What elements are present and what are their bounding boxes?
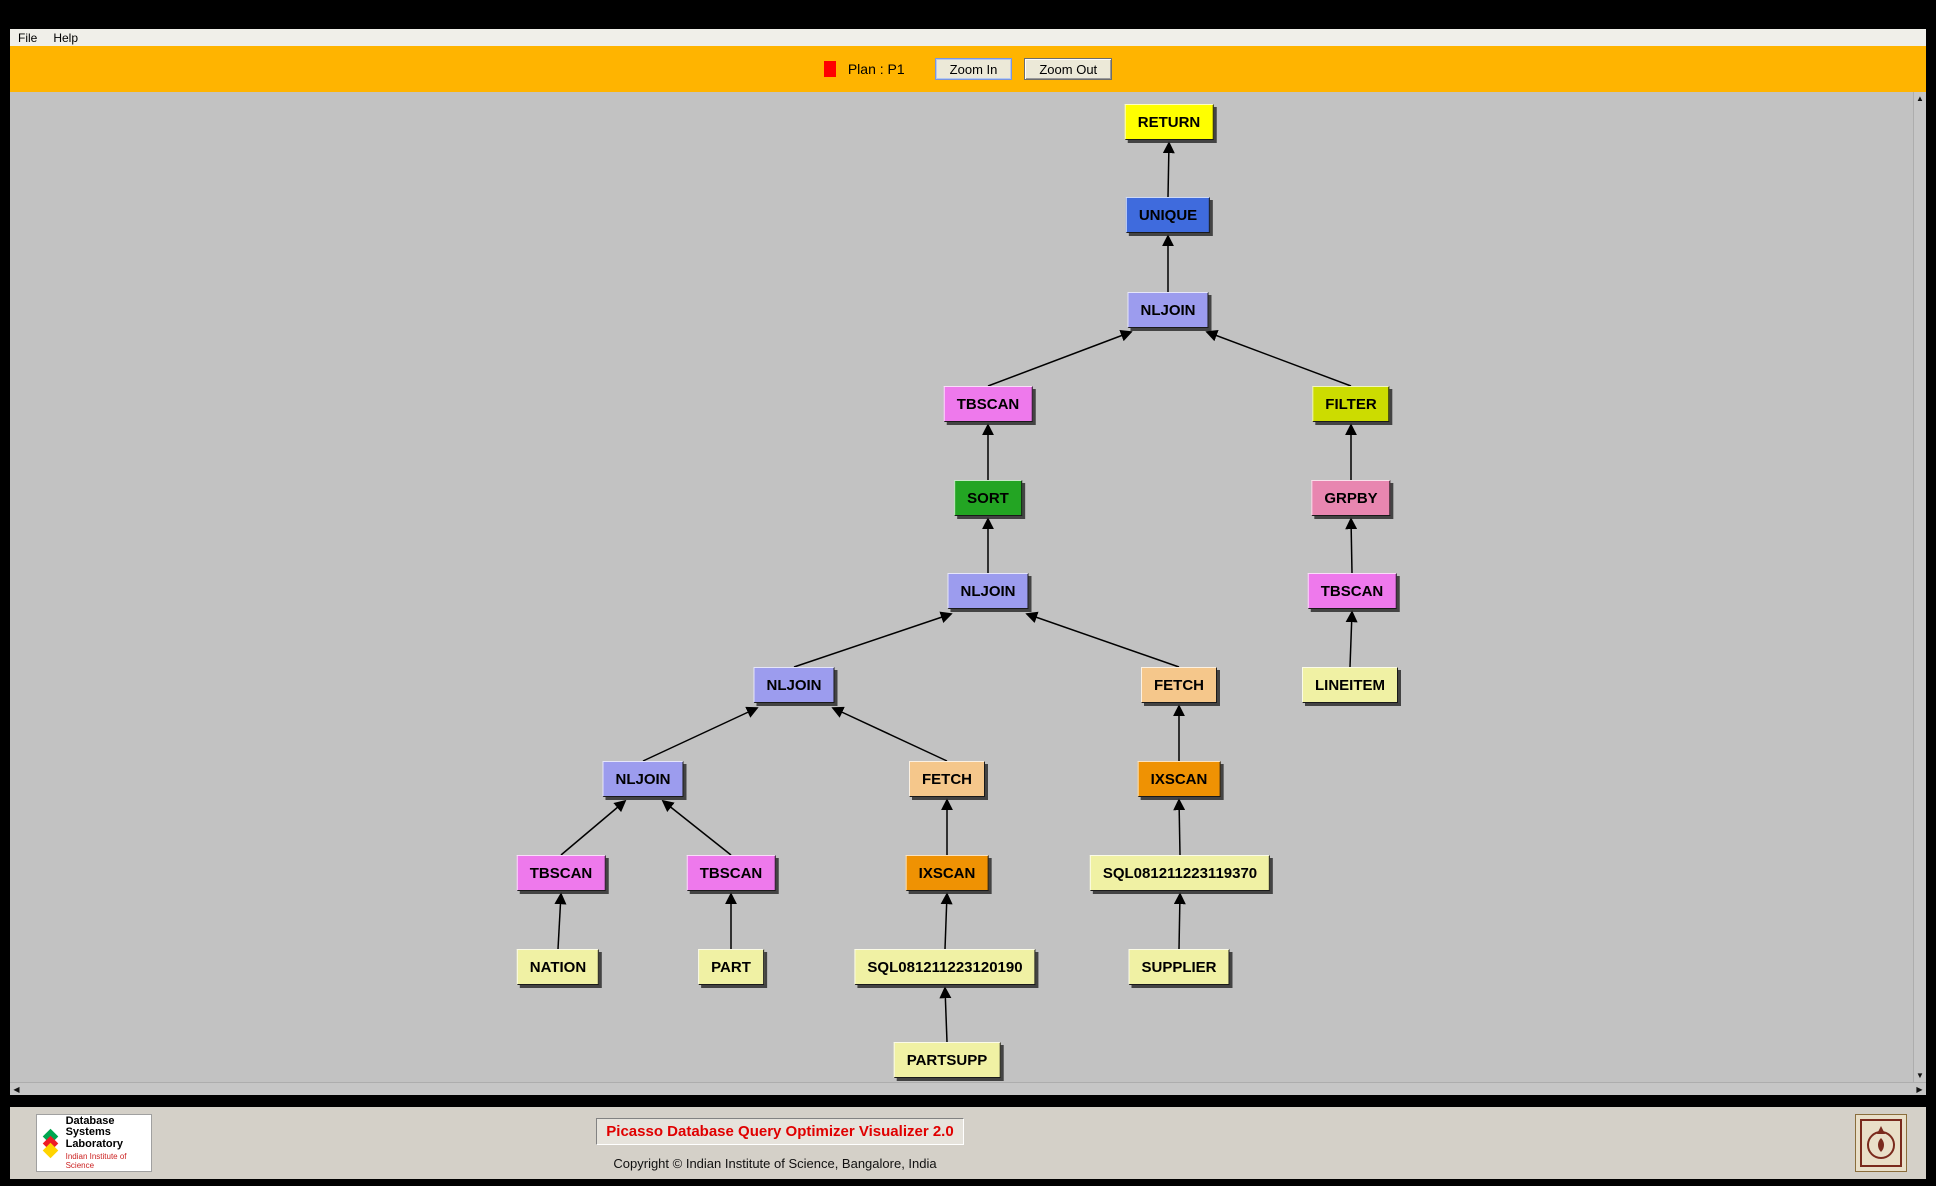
lab-name-line: Systems — [65, 1126, 111, 1139]
plan-node-fetch-2[interactable]: FETCH — [909, 761, 985, 797]
scroll-down-icon[interactable]: ▼ — [1916, 1071, 1924, 1080]
dsl-logo-icon — [43, 1128, 59, 1158]
plan-canvas: RETURN UNIQUE NLJOIN TBSCAN FILTER SORT … — [10, 92, 1926, 1095]
lab-subtitle: Indian Institute of Science — [65, 1152, 127, 1171]
plan-node-tbscan-1[interactable]: TBSCAN — [943, 386, 1033, 422]
plan-node-nation[interactable]: NATION — [516, 949, 600, 985]
plan-node-partsupp[interactable]: PARTSUPP — [893, 1042, 1001, 1078]
plan-node-tbscan-3[interactable]: TBSCAN — [516, 855, 606, 891]
status-footer: Database Systems Laboratory Indian Insti… — [10, 1107, 1926, 1179]
plan-node-unique[interactable]: UNIQUE — [1125, 197, 1211, 233]
plan-node-return[interactable]: RETURN — [1124, 104, 1214, 140]
scroll-right-icon[interactable]: ▶ — [1916, 1084, 1923, 1094]
horizontal-scrollbar[interactable]: ◀ ▶ — [10, 1082, 1926, 1095]
plan-node-sql-table-2[interactable]: SQL081211223120190 — [854, 949, 1036, 985]
plan-node-supplier[interactable]: SUPPLIER — [1128, 949, 1230, 985]
zoom-out-button[interactable]: Zoom Out — [1024, 58, 1113, 80]
lab-name-line: Laboratory — [65, 1137, 124, 1150]
plan-node-ixscan-1[interactable]: IXSCAN — [1137, 761, 1221, 797]
dsl-lab-logo: Database Systems Laboratory Indian Insti… — [36, 1114, 152, 1172]
app-title-box: Picasso Database Query Optimizer Visuali… — [596, 1118, 964, 1145]
menu-bar: File Help — [10, 29, 1926, 46]
plan-label: Plan : P1 — [847, 61, 905, 77]
plan-node-tbscan-4[interactable]: TBSCAN — [686, 855, 776, 891]
scroll-up-icon[interactable]: ▲ — [1916, 94, 1924, 103]
plan-node-filter[interactable]: FILTER — [1312, 386, 1390, 422]
vertical-scrollbar[interactable]: ▲ ▼ — [1913, 92, 1926, 1082]
plan-node-ixscan-2[interactable]: IXSCAN — [905, 855, 989, 891]
app-title: Picasso Database Query Optimizer Visuali… — [606, 1123, 954, 1140]
copyright-text: Copyright © Indian Institute of Science,… — [613, 1156, 937, 1171]
plan-node-nljoin-4[interactable]: NLJOIN — [602, 761, 684, 797]
plan-node-sort[interactable]: SORT — [954, 480, 1022, 516]
plan-color-chip — [823, 61, 836, 77]
plan-node-nljoin-1[interactable]: NLJOIN — [1127, 292, 1209, 328]
plan-node-grpby[interactable]: GRPBY — [1311, 480, 1391, 516]
plan-node-nljoin-2[interactable]: NLJOIN — [947, 573, 1029, 609]
plan-node-fetch-1[interactable]: FETCH — [1141, 667, 1217, 703]
menu-help[interactable]: Help — [53, 30, 79, 45]
plan-node-lineitem[interactable]: LINEITEM — [1302, 667, 1398, 703]
zoom-in-button[interactable]: Zoom In — [934, 58, 1013, 80]
plan-node-sql-table-1[interactable]: SQL081211223119370 — [1089, 855, 1271, 891]
app-window: File Help Plan : P1 Zoom In Zoom Out — [10, 29, 1926, 1179]
plan-node-tbscan-2[interactable]: TBSCAN — [1307, 573, 1397, 609]
plan-node-part[interactable]: PART — [698, 949, 764, 985]
iisc-emblem-icon — [1855, 1114, 1907, 1172]
separator-strip — [10, 1095, 1926, 1107]
plan-node-nljoin-3[interactable]: NLJOIN — [753, 667, 835, 703]
plan-toolbar: Plan : P1 Zoom In Zoom Out — [10, 46, 1926, 92]
lab-name-line: Database — [65, 1114, 115, 1127]
scroll-left-icon[interactable]: ◀ — [13, 1084, 20, 1094]
menu-file[interactable]: File — [18, 30, 38, 45]
